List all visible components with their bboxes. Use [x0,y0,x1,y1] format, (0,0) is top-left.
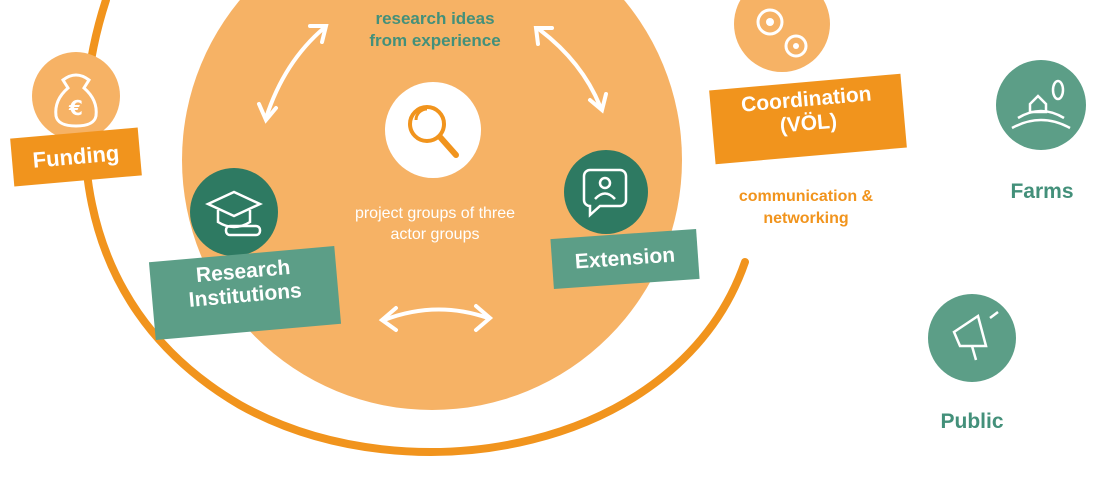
extension-tag: Extension [550,228,700,290]
speech-bubble-person-icon [564,150,648,234]
research-institutions-tag: Research Institutions [148,246,342,340]
arrow-research-ideas-right [533,26,608,114]
farms-label: Farms [1010,180,1074,203]
megaphone-icon [928,294,1016,382]
arrow-research-ideas-left [257,24,329,124]
svg-text:€: € [68,96,83,120]
communication-networking-label: communication & networking [738,188,874,227]
project-groups-label: project groups of three actor groups [354,205,516,243]
research-ideas-label: research ideas from experience [369,9,501,51]
farm-landscape-icon [996,60,1086,150]
magnifier-icon [385,82,481,178]
public-label: Public [940,410,1004,433]
arrow-bottom [378,304,494,332]
gears-icon [734,0,830,72]
graduation-cap-diploma-icon [190,168,278,256]
money-bag-euro-icon: € [32,52,120,140]
